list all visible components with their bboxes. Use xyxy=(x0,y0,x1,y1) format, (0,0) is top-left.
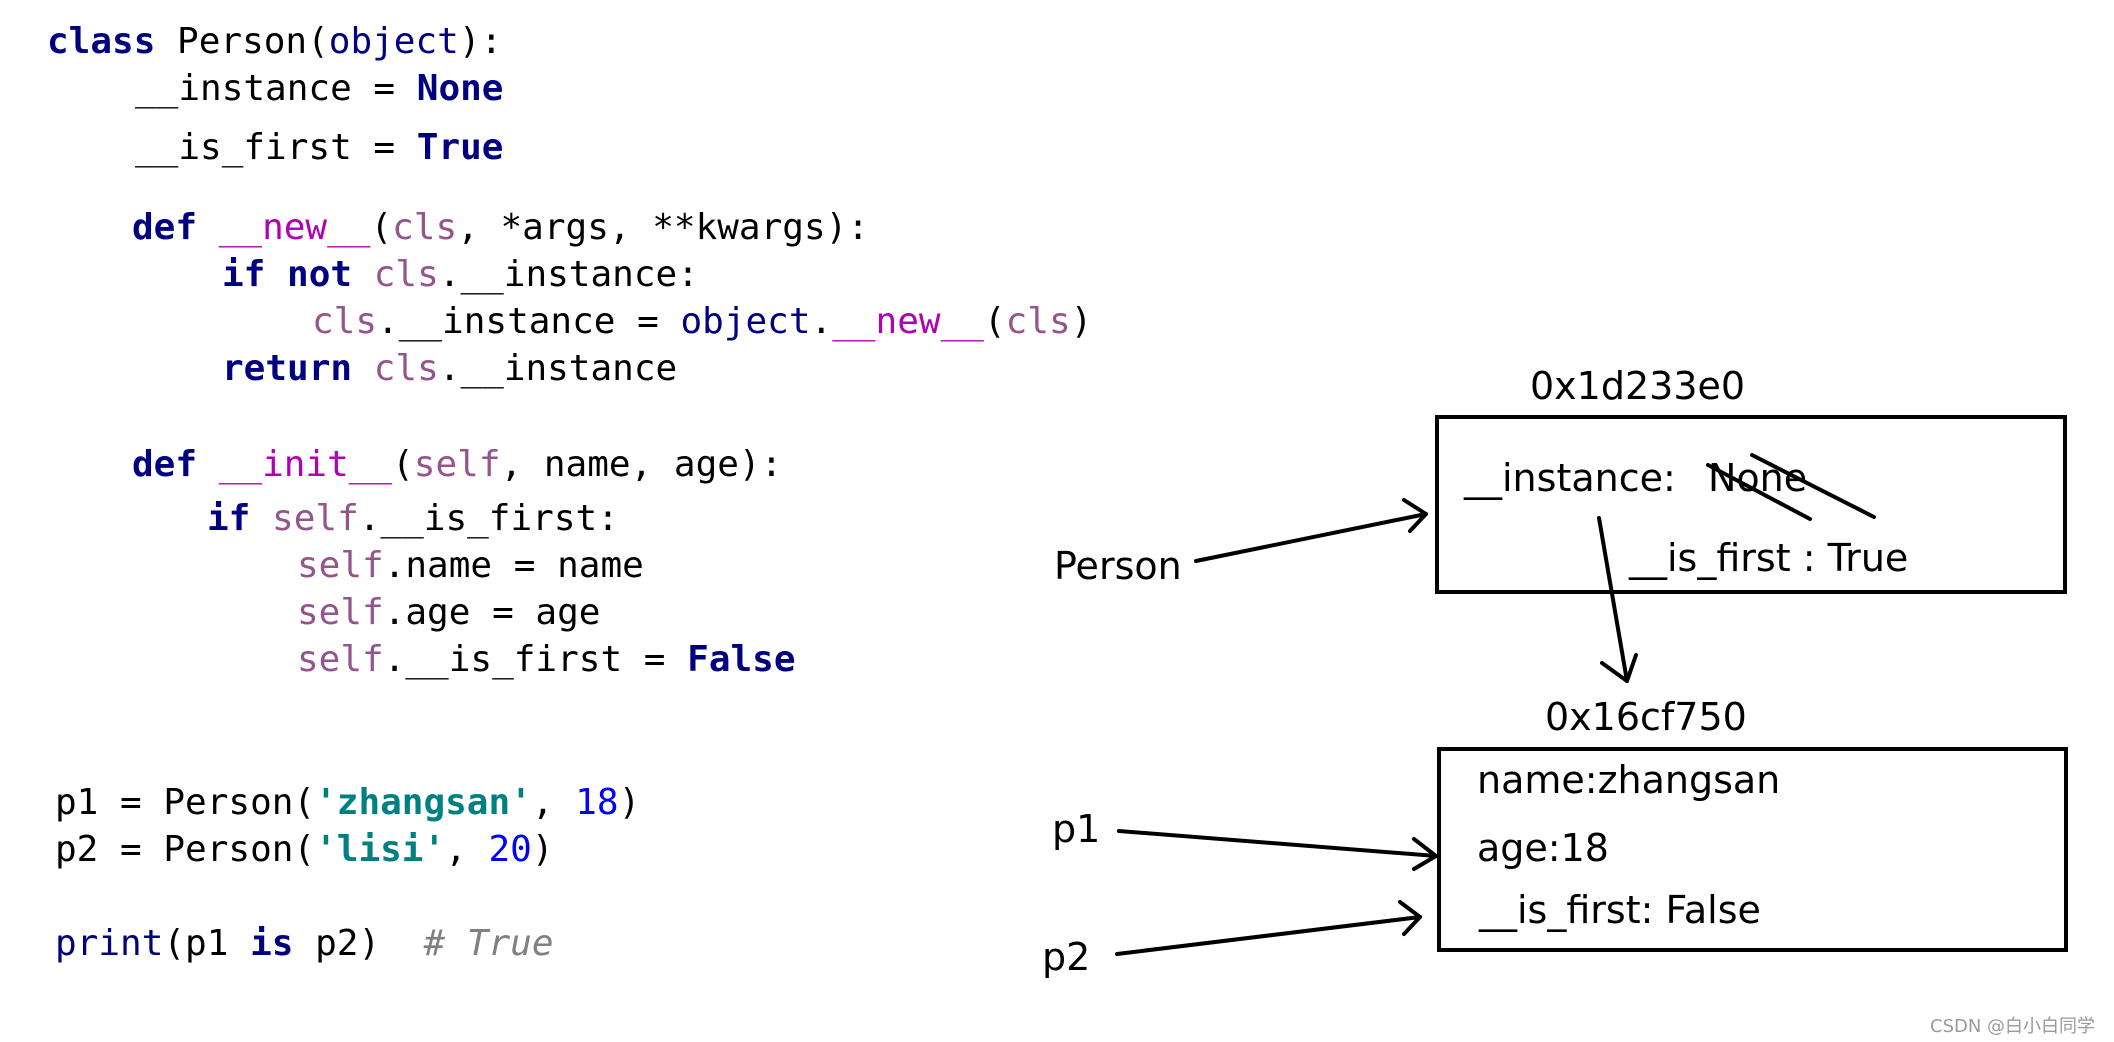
code-line-class-def: class Person(object): xyxy=(47,20,502,64)
code-line-set-is-first: self.__is_first = False xyxy=(297,638,796,682)
code-line-create-p1: p1 = Person('zhangsan', 18) xyxy=(55,781,640,825)
code-token: .__instance: xyxy=(438,254,699,295)
class-is-first-label: __is_first : True xyxy=(1629,536,1909,580)
code-token: object xyxy=(680,301,811,342)
code-token: ) xyxy=(531,829,554,870)
code-token: cls xyxy=(373,348,439,389)
code-token: # True xyxy=(423,923,554,964)
code-token: is xyxy=(250,923,294,964)
code-token: self xyxy=(413,444,501,485)
code-token: 18 xyxy=(575,782,619,823)
code-token: ) xyxy=(1070,301,1093,342)
code-token: object xyxy=(328,21,459,62)
code-token: .age = age xyxy=(383,592,601,633)
code-token: .__is_first = xyxy=(383,639,688,680)
code-token: 'zhangsan' xyxy=(315,782,532,823)
code-token: class xyxy=(47,21,156,62)
code-token: (p1 xyxy=(163,923,251,964)
p2-arrow xyxy=(1115,900,1422,956)
instance-object-box xyxy=(1437,747,2068,952)
code-token: self xyxy=(297,639,384,680)
code-token: ( xyxy=(370,207,393,248)
code-token: ( xyxy=(983,301,1006,342)
code-token: self xyxy=(297,592,384,633)
code-token: .name = name xyxy=(383,545,644,586)
code-token: p2) xyxy=(293,923,424,964)
code-token: print xyxy=(55,923,164,964)
code-line-def-init: def __init__(self, name, age): xyxy=(132,443,782,487)
code-line-instance-attr: __instance = None xyxy=(135,67,503,111)
code-line-return-instance: return cls.__instance xyxy=(222,347,677,391)
code-token: False xyxy=(687,639,796,680)
code-line-if-is-first: if self.__is_first: xyxy=(207,497,619,541)
code-token: 20 xyxy=(488,829,532,870)
code-token: ( xyxy=(392,444,414,485)
code-line-set-age: self.age = age xyxy=(297,591,600,635)
code-token: , name, age): xyxy=(500,444,783,485)
p2-ref-label: p2 xyxy=(1042,935,1091,979)
code-token: , *args, **kwargs): xyxy=(457,207,869,248)
code-line-set-name: self.name = name xyxy=(297,544,644,588)
code-token: ): xyxy=(458,21,503,62)
code-token: True xyxy=(416,127,504,168)
code-token: __new__ xyxy=(218,207,371,248)
class-object-address: 0x1d233e0 xyxy=(1530,364,1746,408)
code-token: .__instance xyxy=(438,348,678,389)
code-token: return xyxy=(222,348,353,389)
code-token: def xyxy=(132,444,198,485)
code-token: def xyxy=(132,207,198,248)
code-line-create-p2: p2 = Person('lisi', 20) xyxy=(55,828,554,872)
code-line-is-first-attr: __is_first = True xyxy=(135,126,503,170)
code-token: __instance = xyxy=(135,68,417,109)
code-token: p2 = Person( xyxy=(55,829,316,870)
person-arrow xyxy=(1194,498,1428,563)
code-token: self xyxy=(272,498,359,539)
code-token: if xyxy=(207,498,251,539)
code-token: cls xyxy=(312,301,378,342)
instance-is-first-attr: __is_first: False xyxy=(1479,888,1761,932)
code-token: , xyxy=(531,782,576,823)
code-token: None xyxy=(416,68,504,109)
code-line-print-compare: print(p1 is p2) # True xyxy=(55,922,554,966)
code-token: 'lisi' xyxy=(315,829,446,870)
code-token: __is_first = xyxy=(135,127,417,168)
class-instance-label: __instance: xyxy=(1464,456,1676,500)
code-line-assign-instance: cls.__instance = object.__new__(cls) xyxy=(312,300,1092,344)
code-token: Person( xyxy=(155,21,329,62)
watermark: CSDN @白小白同学 xyxy=(1930,1016,2096,1037)
instance-name-attr: name:zhangsan xyxy=(1477,758,1781,802)
instance-object-address: 0x16cf750 xyxy=(1545,695,1747,739)
code-token: self xyxy=(297,545,384,586)
code-token: __new__ xyxy=(832,301,984,342)
person-ref-label: Person xyxy=(1054,544,1182,588)
code-line-if-not-instance: if not cls.__instance: xyxy=(222,253,699,297)
code-token: cls xyxy=(1005,301,1071,342)
class-object-box xyxy=(1435,415,2067,594)
code-token: . xyxy=(810,301,833,342)
p1-arrow xyxy=(1117,829,1438,871)
code-token: .__instance = xyxy=(377,301,681,342)
instance-age-attr: age:18 xyxy=(1477,826,1609,870)
class-instance-old-value: None xyxy=(1708,456,1808,500)
code-token: p1 = Person( xyxy=(55,782,316,823)
instance-pointer-arrow xyxy=(1597,516,1638,683)
code-token: cls xyxy=(392,207,458,248)
p1-ref-label: p1 xyxy=(1052,807,1101,851)
code-token: __init__ xyxy=(218,444,393,485)
code-token: cls xyxy=(373,254,439,295)
code-token: ) xyxy=(618,782,641,823)
none-strikethrough xyxy=(1706,453,1876,521)
code-line-def-new: def __new__(cls, *args, **kwargs): xyxy=(132,206,869,250)
code-token: if not xyxy=(222,254,353,295)
code-token: , xyxy=(445,829,489,870)
code-token: .__is_first: xyxy=(358,498,619,539)
